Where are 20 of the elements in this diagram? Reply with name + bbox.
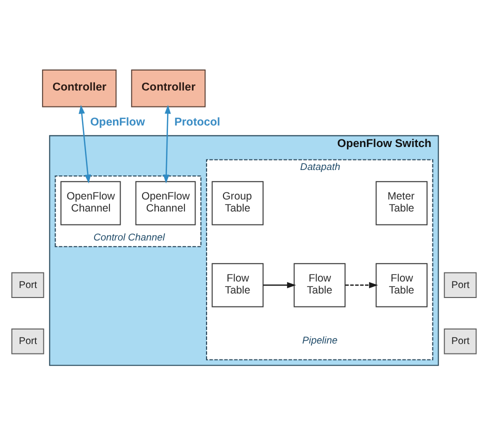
arrow [344, 282, 378, 288]
node-box: Port [10, 328, 44, 354]
node-box: Port [443, 272, 476, 298]
arrow [78, 104, 90, 184]
edge-label: OpenFlow [90, 116, 144, 129]
node-box: Controller [42, 69, 116, 108]
node-box: OpenFlow Channel [134, 181, 196, 226]
arrow [262, 282, 296, 288]
node-box: Meter Table [375, 181, 428, 226]
node-box: Flow Table [211, 263, 264, 308]
label: Pipeline [302, 335, 337, 346]
edge-label: Protocol [174, 116, 220, 129]
arrow [162, 104, 170, 184]
node-box: Group Table [211, 181, 264, 226]
node-box: OpenFlow Channel [60, 181, 120, 226]
node-box: Flow Table [375, 263, 428, 308]
node-box: Port [443, 328, 476, 354]
node-box: Port [10, 272, 44, 298]
node-box: Flow Table [293, 263, 346, 308]
node-box: Controller [130, 69, 206, 108]
